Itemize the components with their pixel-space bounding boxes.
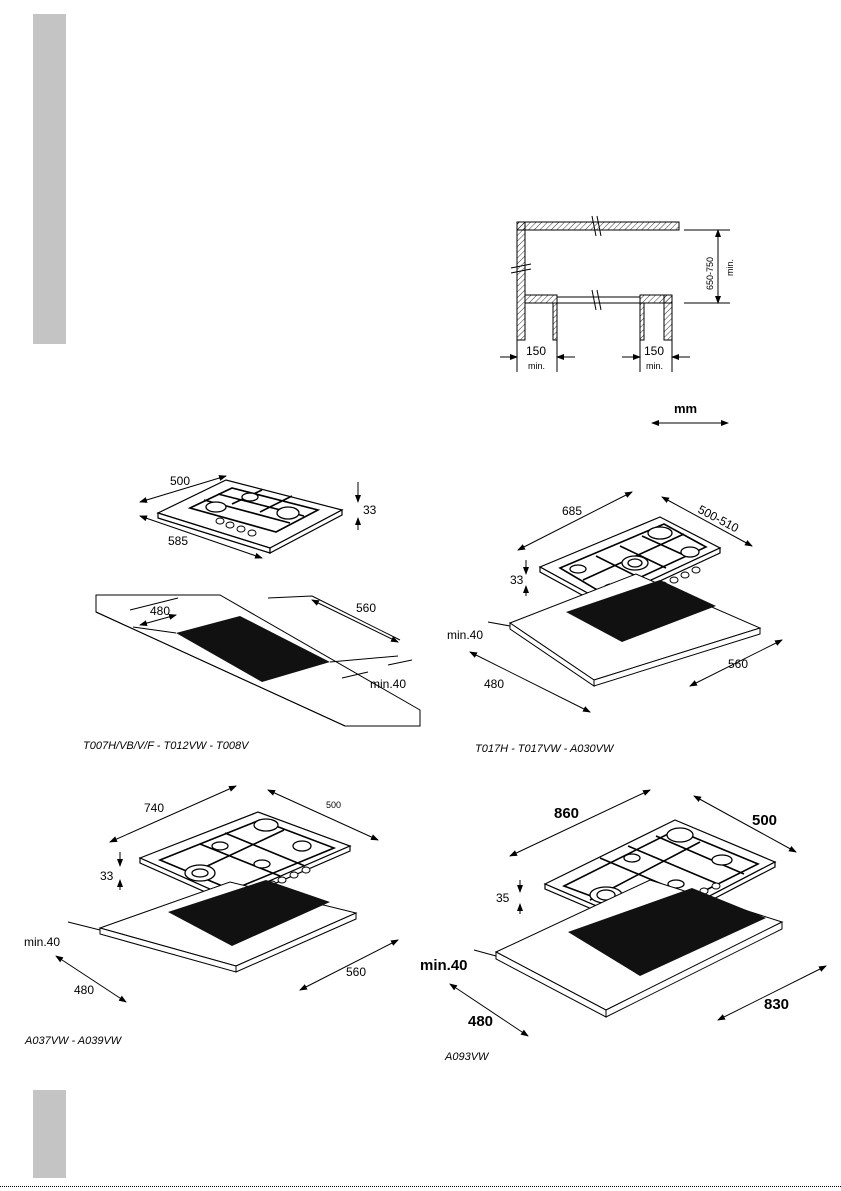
hob3-length: 500 <box>326 800 341 810</box>
right-clearance-min: min. <box>646 361 663 371</box>
left-clearance-label: 150 <box>526 344 546 358</box>
hob-diagram-1: 500 585 33 480 560 min.40 T007H/VB/V/F -… <box>83 474 420 752</box>
hob-diagram-4: 860 500 35 min.40 480 830 A093VW <box>420 790 826 1063</box>
left-clearance-min: min. <box>528 361 545 371</box>
caption-4: A093VW <box>444 1051 490 1063</box>
caption-3: A037VW - A039VW <box>24 1035 123 1047</box>
cut1-clearance: min.40 <box>370 677 406 691</box>
cabinet-clearance-diagram: 650-750 min. 150 min. 150 min. <box>500 216 735 372</box>
caption-2: T017H - T017VW - A030VW <box>475 743 615 755</box>
right-clearance-label: 150 <box>644 344 664 358</box>
cut4-depth: 480 <box>468 1013 493 1030</box>
cut4-width: 830 <box>764 996 789 1013</box>
hob1-length: 585 <box>168 534 188 548</box>
hob1-height: 33 <box>363 503 377 517</box>
hob4-width: 860 <box>554 805 579 822</box>
hob2-height: 33 <box>510 573 524 587</box>
hob2-width: 685 <box>562 504 582 518</box>
hob-diagram-2: 685 500-510 33 min.40 480 560 T017H - T0… <box>447 492 782 755</box>
cut2-clearance: min.40 <box>447 628 483 642</box>
cut3-width: 560 <box>346 965 366 979</box>
cut4-clearance: min.40 <box>420 957 468 974</box>
cut2-depth: 480 <box>484 677 504 691</box>
hob1-width: 500 <box>170 474 190 488</box>
cut1-width: 560 <box>356 601 376 615</box>
cut1-depth: 480 <box>150 604 170 618</box>
cut2-width: 560 <box>728 657 748 671</box>
units-label: mm <box>674 401 697 416</box>
hob4-length: 500 <box>752 812 777 829</box>
hob-diagram-3: 740 500 33 min.40 480 560 A037VW - A039V… <box>24 786 398 1047</box>
height-min-label: min. <box>725 259 735 276</box>
hob3-width: 740 <box>144 801 164 815</box>
cut3-depth: 480 <box>74 983 94 997</box>
caption-1: T007H/VB/V/F - T012VW - T008V <box>83 740 250 752</box>
units-indicator: mm <box>652 401 728 423</box>
height-dim-label: 650-750 <box>705 257 715 290</box>
cut3-clearance: min.40 <box>24 935 60 949</box>
hob4-height: 35 <box>496 891 510 905</box>
hob3-height: 33 <box>100 869 114 883</box>
